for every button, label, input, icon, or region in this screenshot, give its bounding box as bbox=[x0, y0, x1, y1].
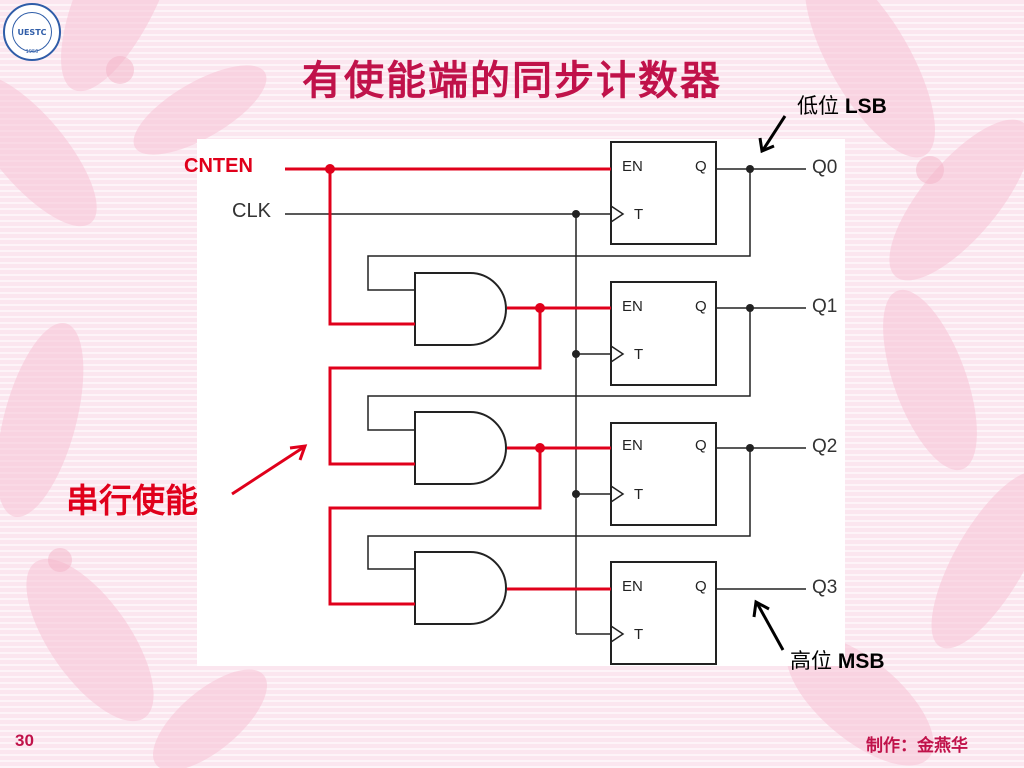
ff0-t-pin: T bbox=[634, 206, 644, 223]
q2-output-label: Q2 bbox=[812, 436, 838, 457]
q0-feedback-wire bbox=[367, 169, 751, 291]
ff1-t-pin: T bbox=[634, 346, 644, 363]
and-gate-1 bbox=[414, 272, 507, 346]
junction-en2 bbox=[535, 443, 545, 453]
junction-q1 bbox=[746, 304, 754, 312]
serial-enable-label: 串行使能 bbox=[66, 481, 198, 520]
junction-q2 bbox=[746, 444, 754, 452]
author-credit: 制作：金燕华 bbox=[866, 736, 968, 756]
logo-inner-ring: UESTC bbox=[12, 12, 52, 52]
clock-triangle-1 bbox=[610, 345, 625, 363]
junction-clk-2 bbox=[572, 490, 580, 498]
ff1-en-pin: EN bbox=[622, 298, 643, 315]
serial-enable-2 bbox=[328, 448, 542, 606]
and-gate-2 bbox=[414, 411, 507, 485]
flip-flop-1 bbox=[610, 281, 717, 386]
msb-arrow-head bbox=[752, 599, 770, 618]
and-gate-3 bbox=[414, 551, 507, 625]
clock-triangle-3 bbox=[610, 625, 625, 643]
q3-output-label: Q3 bbox=[812, 577, 838, 598]
lsb-text: LSB bbox=[844, 95, 887, 118]
junction-cnten bbox=[325, 164, 335, 174]
flip-flop-0 bbox=[610, 141, 717, 245]
serial-enable-arrow bbox=[231, 445, 305, 496]
junction-q0 bbox=[746, 165, 754, 173]
ff0-en-pin: EN bbox=[622, 158, 643, 175]
lsb-arrow-head bbox=[758, 137, 775, 154]
msb-prefix: 高位 bbox=[790, 650, 832, 673]
junction-clk-0 bbox=[572, 210, 580, 218]
university-logo: UESTC 1956 bbox=[3, 3, 61, 61]
page-number: 30 bbox=[15, 731, 34, 750]
msb-annotation: 高位 MSB bbox=[790, 645, 885, 675]
logo-text: UESTC bbox=[17, 27, 47, 37]
clk-label: CLK bbox=[232, 200, 271, 222]
circuit-diagram-panel bbox=[197, 139, 845, 666]
q2-feedback-wire bbox=[367, 448, 751, 570]
clock-triangle-2 bbox=[610, 485, 625, 503]
junction-en1 bbox=[535, 303, 545, 313]
msb-text: MSB bbox=[837, 650, 885, 673]
q1-output-label: Q1 bbox=[812, 296, 838, 317]
lsb-prefix: 低位 bbox=[797, 95, 839, 118]
cnten-to-gate1 bbox=[328, 169, 415, 326]
clock-triangle-0 bbox=[610, 205, 625, 223]
ff0-q-pin: Q bbox=[695, 158, 707, 175]
ff3-en-pin: EN bbox=[622, 578, 643, 595]
cnten-label: CNTEN bbox=[184, 155, 253, 177]
ff2-t-pin: T bbox=[634, 486, 644, 503]
flip-flop-3 bbox=[610, 561, 717, 665]
q0-output-label: Q0 bbox=[812, 157, 838, 178]
logo-year: 1956 bbox=[25, 49, 39, 55]
lsb-annotation: 低位 LSB bbox=[797, 90, 887, 120]
ff1-q-pin: Q bbox=[695, 298, 707, 315]
serial-enable-arrow-head bbox=[289, 444, 308, 461]
ff3-q-pin: Q bbox=[695, 578, 707, 595]
msb-arrow bbox=[755, 602, 785, 651]
ff2-q-pin: Q bbox=[695, 437, 707, 454]
ff2-en-pin: EN bbox=[622, 437, 643, 454]
flip-flop-2 bbox=[610, 422, 717, 526]
q1-feedback-wire bbox=[367, 308, 751, 431]
junction-clk-1 bbox=[572, 350, 580, 358]
slide-title: 有使能端的同步计数器 bbox=[302, 58, 722, 104]
lsb-arrow bbox=[761, 115, 787, 151]
serial-enable-1 bbox=[328, 308, 542, 466]
ff3-t-pin: T bbox=[634, 626, 644, 643]
